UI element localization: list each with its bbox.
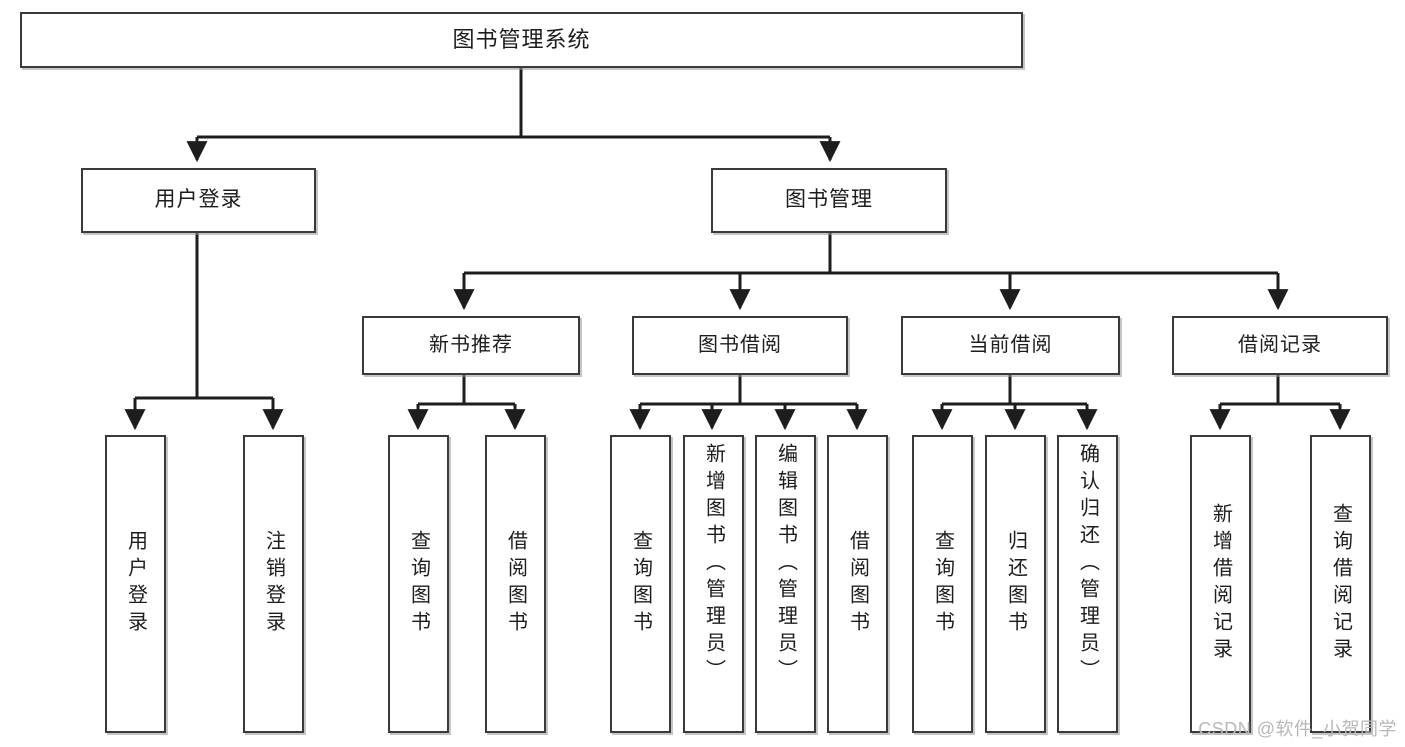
- node-label: 借阅记录: [1238, 334, 1322, 356]
- node-label: 图书借阅: [698, 334, 782, 356]
- node-label: 新增图书（管理员）: [702, 443, 725, 686]
- leaf-book-borrow-borrow[interactable]: 借阅图书: [827, 435, 888, 733]
- leaf-book-borrow-add-admin[interactable]: 新增图书（管理员）: [683, 435, 744, 733]
- node-label: 编辑图书（管理员）: [774, 443, 797, 686]
- node-borrow-record[interactable]: 借阅记录: [1172, 316, 1388, 375]
- node-label: 图书管理系统: [452, 27, 591, 53]
- leaf-current-borrow-confirm-admin[interactable]: 确认归还（管理员）: [1057, 435, 1118, 733]
- leaf-book-borrow-query[interactable]: 查询图书: [610, 435, 671, 733]
- node-label: 当前借阅: [968, 334, 1053, 356]
- node-label: 确认归还（管理员）: [1076, 443, 1099, 686]
- leaf-borrow-record-add[interactable]: 新增借阅记录: [1190, 435, 1251, 733]
- node-root-system[interactable]: 图书管理系统: [20, 12, 1023, 68]
- node-label: 查询图书: [931, 530, 954, 638]
- node-label: 归还图书: [1004, 530, 1027, 638]
- node-new-book-recommend[interactable]: 新书推荐: [362, 316, 580, 375]
- leaf-user-login-login[interactable]: 用户登录: [105, 435, 166, 733]
- leaf-user-login-logout[interactable]: 注销登录: [243, 435, 304, 733]
- node-label: 查询图书: [629, 530, 652, 638]
- node-label: 注销登录: [262, 530, 285, 638]
- leaf-new-book-query[interactable]: 查询图书: [388, 435, 449, 733]
- node-label: 用户登录: [124, 530, 147, 638]
- leaf-current-borrow-return[interactable]: 归还图书: [985, 435, 1046, 733]
- node-label: 借阅图书: [504, 530, 527, 638]
- node-label: 图书管理: [785, 188, 873, 212]
- node-current-borrow[interactable]: 当前借阅: [901, 316, 1120, 375]
- leaf-new-book-borrow[interactable]: 借阅图书: [485, 435, 546, 733]
- node-label: 新书推荐: [429, 334, 513, 356]
- node-book-management[interactable]: 图书管理: [711, 168, 947, 233]
- node-label: 查询借阅记录: [1329, 503, 1352, 665]
- node-book-borrow[interactable]: 图书借阅: [632, 316, 848, 375]
- leaf-current-borrow-query[interactable]: 查询图书: [912, 435, 973, 733]
- node-label: 查询图书: [407, 530, 430, 638]
- leaf-book-borrow-edit-admin[interactable]: 编辑图书（管理员）: [755, 435, 816, 733]
- leaf-borrow-record-query[interactable]: 查询借阅记录: [1310, 435, 1371, 733]
- node-label: 借阅图书: [846, 530, 869, 638]
- node-label: 用户登录: [154, 188, 243, 212]
- node-user-login[interactable]: 用户登录: [81, 168, 316, 233]
- node-label: 新增借阅记录: [1209, 503, 1232, 665]
